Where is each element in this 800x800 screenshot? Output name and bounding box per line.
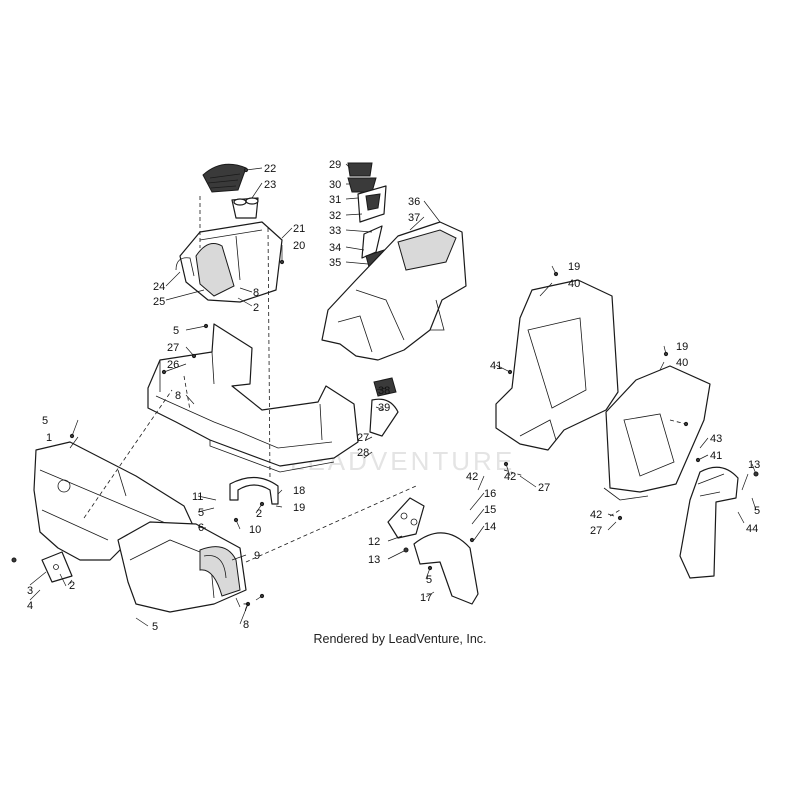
callout-label: 5 [754,505,760,517]
callout-label: 42 [504,471,516,483]
callout-label: 4 [27,600,33,612]
callout-label: 31 [329,194,341,206]
callout-label: 21 [293,223,305,235]
callout-label: 8 [243,619,249,631]
left-footwell [117,521,247,613]
callout-label: 5 [152,621,158,633]
callout-label: 19 [676,341,688,353]
fasteners [11,167,759,607]
callout-label: 28 [357,447,369,459]
callout-label: 19 [568,261,580,273]
callout-label: 40 [568,278,580,290]
callout-label: 6 [198,522,204,534]
callout-label: 5 [426,574,432,586]
callout-label: 2 [69,580,75,592]
callout-label: 41 [490,360,502,372]
small-mounting-bracket [41,551,73,583]
callout-label: 13 [748,459,760,471]
render-credit: Rendered by LeadVenture, Inc. [313,632,487,646]
callout-label: 25 [153,296,165,308]
callout-label: 32 [329,210,341,222]
right-rear-footwell [603,365,711,501]
dash-pod [321,221,467,361]
center-console [175,221,283,303]
callout-label: 15 [484,504,496,516]
callout-label: 5 [173,325,179,337]
callout-label: 18 [293,485,305,497]
callout-label: 23 [264,179,276,191]
callout-label: 5 [42,415,48,427]
callout-label: 24 [153,281,165,293]
callout-label: 16 [484,488,496,500]
callout-label: 17 [420,592,432,604]
right-front-footwell [495,279,619,451]
callout-label: 38 [378,385,390,397]
callout-label: 42 [466,471,478,483]
callout-label: 34 [329,242,341,254]
leader-lines [29,163,757,627]
callout-label: 35 [329,257,341,269]
callout-label: 20 [293,240,305,252]
callout-label: 42 [590,509,602,521]
callout-label: 1 [46,432,52,444]
callout-label: 27 [538,482,550,494]
callout-label: 30 [329,179,341,191]
callout-label: 27 [357,432,369,444]
callout-label: 27 [590,525,602,537]
kick-plate [369,377,399,437]
callout-label: 13 [368,554,380,566]
callout-label: 12 [368,536,380,548]
callout-label: 43 [710,433,722,445]
callout-label: 3 [27,585,33,597]
callout-label: 29 [329,159,341,171]
callout-label: 39 [378,402,390,414]
callout-label: 27 [167,342,179,354]
callout-label: 40 [676,357,688,369]
callout-label: 10 [249,524,261,536]
callout-label: 5 [198,507,204,519]
floor-pan [147,323,359,473]
callout-label: 26 [167,359,179,371]
callout-label: 44 [746,523,758,535]
mud-flap [413,532,479,605]
callout-label: 9 [254,550,260,562]
rear-bracket [229,476,279,505]
callout-label: 22 [264,163,276,175]
callout-label: 7 [243,602,249,614]
right-side-panel [679,466,739,579]
callout-label: 41 [710,450,722,462]
callout-label: 36 [408,196,420,208]
callout-label: 8 [253,287,259,299]
mud-flap-bracket [387,497,425,539]
callout-label: 2 [253,302,259,314]
console-cup-holder-mat [202,163,247,193]
callout-label: 19 [293,502,305,514]
callout-label: 37 [408,212,420,224]
callout-label: 33 [329,225,341,237]
callout-labels: 22 23 21 20 24 25 8 2 29 30 31 32 33 34 … [27,159,760,633]
console-cup-insert [231,197,259,219]
callout-label: 2 [256,508,262,520]
callout-label: 11 [192,491,203,503]
callout-label: 8 [175,390,181,402]
callout-label: 14 [484,521,496,533]
